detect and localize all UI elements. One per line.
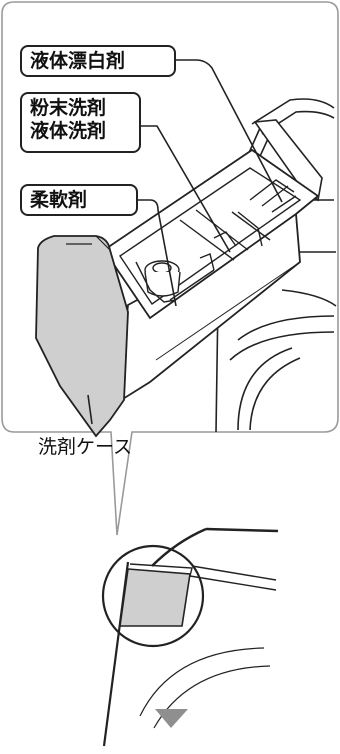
detail-case-highlight xyxy=(119,568,191,627)
softener-label: 柔軟剤 xyxy=(20,184,138,216)
bleach-label: 液体漂白剤 xyxy=(20,45,176,77)
detergent-label-line2: 液体洗剤 xyxy=(30,120,107,142)
drawer-back-panel xyxy=(253,119,323,202)
detergent-label: 粉末洗剤 液体洗剤 xyxy=(20,92,141,153)
detergent-label-line1: 粉末洗剤 xyxy=(30,97,107,119)
leader-lines xyxy=(87,59,283,425)
zoom-circle xyxy=(101,544,205,648)
compartments xyxy=(119,167,302,305)
detergent-case-label: 洗剤ケース xyxy=(38,436,133,458)
detail-view xyxy=(101,527,279,747)
drawer-front-face xyxy=(35,235,129,438)
down-arrow-icon xyxy=(155,709,188,728)
